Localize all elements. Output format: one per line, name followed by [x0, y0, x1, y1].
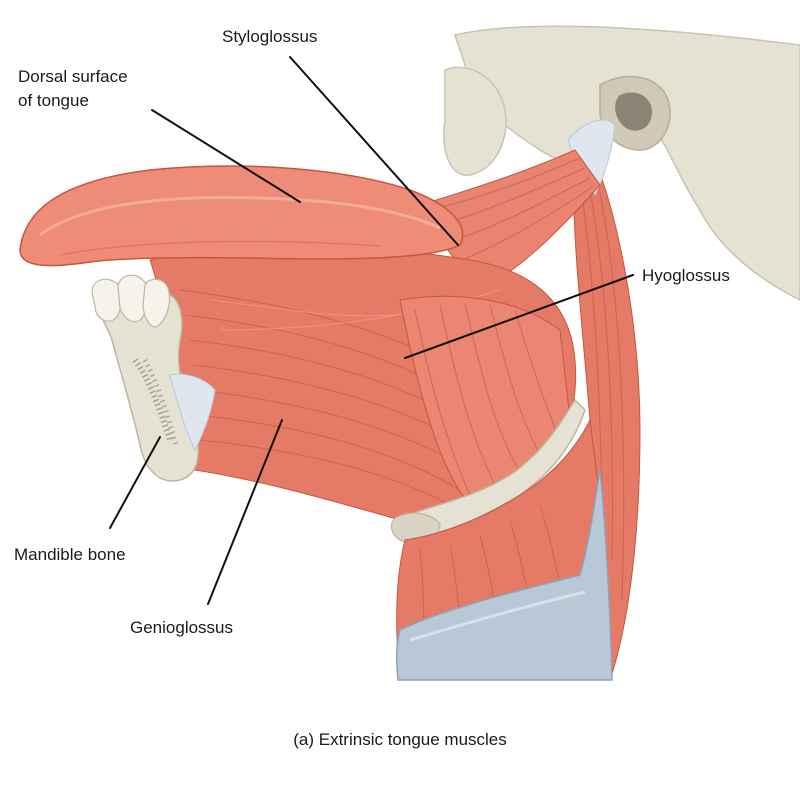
label-genioglossus: Genioglossus	[130, 618, 233, 637]
label-mandible-bone: Mandible bone	[14, 545, 126, 564]
tongue-dorsal-surface	[19, 165, 464, 267]
hyoglossus-muscle	[399, 295, 571, 506]
leader-dorsal-surface	[151, 109, 301, 203]
thyroid-cartilage	[395, 469, 613, 681]
label-hyoglossus: Hyoglossus	[642, 266, 730, 285]
leader-mandible	[109, 436, 161, 529]
posterior-vertical-muscle	[573, 149, 641, 681]
figure-caption: (a) Extrinsic tongue muscles	[293, 730, 507, 749]
leader-genioglossus	[207, 419, 283, 605]
leader-lines	[109, 56, 634, 605]
tooth-icon	[91, 278, 123, 322]
tooth-icon	[142, 278, 171, 328]
skull-base	[443, 25, 800, 301]
mandible-bone-shape	[91, 274, 216, 482]
leader-hyoglossus	[404, 274, 634, 359]
label-styloglossus: Styloglossus	[222, 27, 317, 46]
leader-styloglossus	[289, 56, 459, 246]
label-dorsal-surface-line1: Dorsal surface	[18, 67, 128, 86]
label-dorsal-surface-line2: of tongue	[18, 91, 89, 110]
